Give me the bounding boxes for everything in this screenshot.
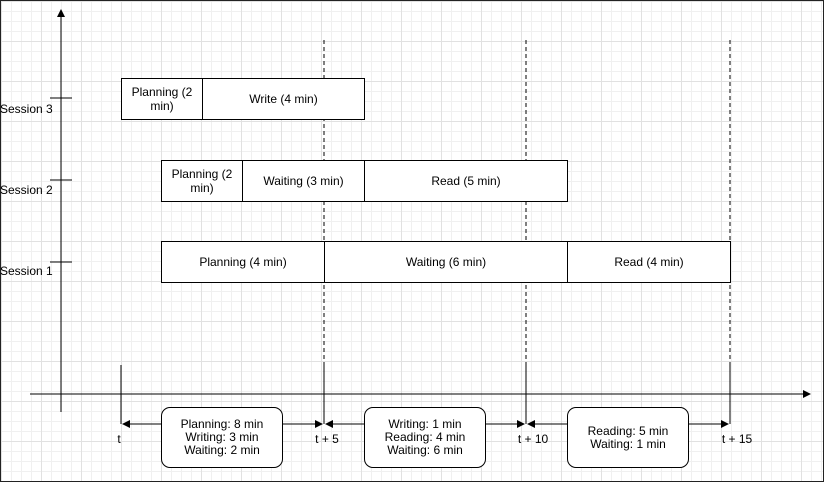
summary-line: Waiting: 6 min: [387, 443, 463, 457]
summary-line: Planning: 8 min: [180, 417, 264, 431]
tick-label-t10: t + 10: [517, 432, 549, 446]
block-label: Read (5 min): [431, 174, 501, 188]
session-1-label: Session 1: [0, 264, 53, 278]
session-2-read-block: Read (5 min): [364, 160, 568, 202]
block-label: Planning (2 min): [131, 85, 193, 113]
session-2-waiting-block: Waiting (3 min): [242, 160, 365, 202]
summary-line: Waiting: 2 min: [184, 443, 260, 457]
session-3-planning-block: Planning (2 min): [121, 78, 203, 120]
summary-line: Reading: 4 min: [384, 430, 466, 444]
session-3-label: Session 3: [0, 102, 53, 116]
summary-line: Reading: 5 min: [587, 423, 669, 438]
session-1-planning-block: Planning (4 min): [161, 241, 325, 283]
summary-line: Writing: 1 min: [388, 417, 462, 431]
tick-label-t: t: [117, 432, 121, 446]
block-label: Write (4 min): [249, 92, 318, 106]
block-label: Planning (4 min): [199, 255, 287, 269]
session-1-read-block: Read (4 min): [567, 241, 731, 283]
block-label: Waiting (6 min): [405, 255, 487, 269]
session-2-label: Session 2: [0, 183, 53, 197]
session-3-write-block: Write (4 min): [202, 78, 365, 120]
block-label: Waiting (3 min): [263, 174, 344, 188]
session-1-waiting-block: Waiting (6 min): [324, 241, 568, 283]
block-label: Read (4 min): [614, 255, 684, 269]
block-label: Planning (2 min): [171, 167, 233, 195]
tick-label-t15: t + 15: [721, 432, 753, 446]
tick-label-t5: t + 5: [315, 432, 339, 446]
summary-line: Writing: 3 min: [185, 430, 259, 444]
interval-summary-3: Reading: 5 min Waiting: 1 min: [567, 407, 689, 468]
interval-summary-2: Writing: 1 min Reading: 4 min Waiting: 6…: [364, 407, 486, 468]
interval-summary-1: Planning: 8 min Writing: 3 min Waiting: …: [161, 407, 283, 468]
session-2-planning-block: Planning (2 min): [161, 160, 243, 202]
summary-line: Waiting: 1 min: [590, 436, 666, 451]
